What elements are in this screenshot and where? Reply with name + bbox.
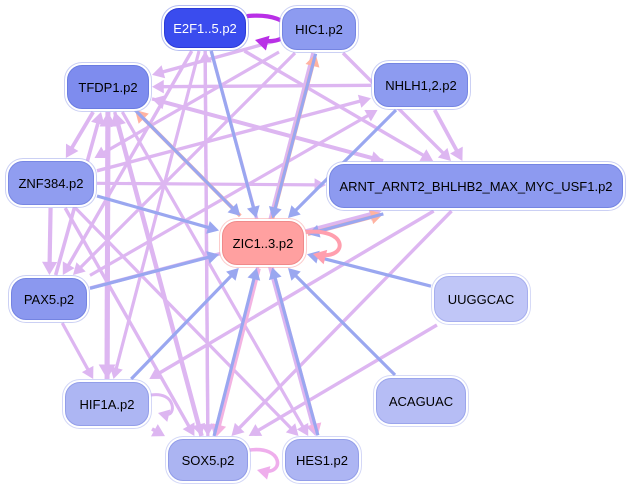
- arrowhead-znf384-sox5: [182, 422, 195, 436]
- edge-hic1-znf384: [102, 50, 280, 155]
- edge-tfdp1-znf384: [69, 111, 95, 150]
- edge-znf384-nhlh: [96, 99, 362, 173]
- arrowhead-hic1-arnt: [437, 147, 451, 161]
- arrowhead-znf384-pax5: [42, 261, 58, 275]
- arrowhead-hic1-tfdp1: [152, 65, 166, 79]
- node-label-hes1: HES1.p2: [295, 452, 349, 468]
- edge-arnt-sox5: [237, 209, 453, 430]
- edge-uuggcac-zic: [316, 255, 432, 288]
- arrowhead-nhlh-arnt: [450, 146, 463, 161]
- arrowhead-pax5-nhlh: [364, 110, 378, 122]
- edge-uuggcac-sox5: [256, 323, 438, 433]
- node-acaguac[interactable]: ACAGUAC: [376, 378, 466, 424]
- edge-e2f1-hif1a: [114, 50, 201, 370]
- self-loop-arrowhead-zic: [313, 249, 328, 265]
- node-hif1a[interactable]: HIF1A.p2: [65, 382, 149, 426]
- edge-tfdp1-zic: [133, 108, 235, 210]
- arrowhead-e2f1-zic: [246, 205, 260, 218]
- arrowhead-hic1-zic: [268, 206, 282, 219]
- edge-e2f1-pax5: [66, 50, 194, 267]
- node-zic[interactable]: ZIC1..3.p2: [222, 221, 304, 265]
- node-hic1[interactable]: HIC1.p2: [282, 8, 356, 50]
- arrowhead-uuggcac-sox5: [248, 424, 263, 436]
- arrowhead-acaguac-zic: [288, 268, 301, 281]
- arrowhead-hes1-zic: [268, 267, 282, 281]
- edge-nhlh-arnt: [432, 109, 459, 153]
- edge-arnt-zic: [316, 212, 384, 234]
- edge-arnt-hif1a: [157, 209, 435, 376]
- edge-sox5-zic: [212, 277, 256, 437]
- node-znf384[interactable]: ZNF384.p2: [8, 161, 94, 205]
- edge-zic-sox5: [217, 268, 261, 427]
- arrowhead-tfdp1-zic: [227, 203, 241, 216]
- edge-acaguac-zic: [293, 273, 397, 377]
- node-label-znf384: ZNF384.p2: [18, 175, 84, 191]
- arrowhead-tfdp1-sox5: [191, 422, 206, 436]
- self-loop-zic: [304, 229, 342, 258]
- edge-znf384-hes1: [74, 206, 293, 431]
- edge-znf384-pax5: [47, 207, 53, 264]
- node-label-pax5: PAX5.p2: [23, 291, 75, 307]
- edge-hic1-zic: [273, 53, 318, 210]
- self-loop-arrowhead-sox5: [257, 466, 271, 480]
- self-loop-arrowhead-e2f1: [255, 35, 270, 51]
- arrowhead-sox5-zic: [247, 268, 261, 281]
- edge-pax5-nhlh: [89, 113, 370, 277]
- node-label-e2f1: E2F1..5.p2: [173, 20, 237, 36]
- arrowhead-e2f1-pax5: [62, 261, 75, 275]
- node-tfdp1[interactable]: TFDP1.p2: [67, 65, 149, 109]
- edge-hes1-zic: [273, 276, 320, 436]
- edge-znf384-sox5: [63, 207, 191, 428]
- arrowhead-e2f1-hif1a: [110, 366, 123, 379]
- node-hes1[interactable]: HES1.p2: [285, 439, 359, 481]
- arrowhead-nhlh-zic: [288, 205, 301, 218]
- edge-hif1a-zic: [130, 274, 234, 381]
- edge-e2f1-arnt: [243, 49, 426, 158]
- arrowhead-znf384-hes1: [285, 423, 299, 436]
- self-loop-arrowhead-hif1a: [158, 409, 171, 422]
- arrowhead-hif1a-zic: [226, 268, 239, 281]
- edge-tfdp1-hes1: [120, 111, 305, 429]
- edge-pax5-hif1a: [60, 322, 90, 372]
- node-nhlh[interactable]: NHLH1,2.p2: [374, 63, 468, 107]
- node-label-nhlh: NHLH1,2.p2: [385, 77, 457, 93]
- node-sox5[interactable]: SOX5.p2: [168, 439, 248, 481]
- node-uuggcac[interactable]: UUGGCAC: [434, 276, 528, 322]
- edge-e2f1-zic: [209, 50, 256, 209]
- edge-pax5-zic: [89, 255, 210, 290]
- node-pax5[interactable]: PAX5.p2: [11, 278, 87, 320]
- arrowhead-tfdp1-arnt: [369, 151, 384, 165]
- arrowhead-znf384-nhlh: [357, 94, 371, 108]
- node-label-zic: ZIC1..3.p2: [232, 235, 294, 251]
- node-e2f1[interactable]: E2F1..5.p2: [164, 8, 246, 48]
- node-label-hif1a: HIF1A.p2: [79, 396, 135, 412]
- node-label-tfdp1: TFDP1.p2: [78, 79, 138, 95]
- node-label-acaguac: ACAGUAC: [388, 393, 454, 409]
- edge-nhlh-zic: [293, 108, 398, 213]
- self-loop-sox5: [248, 447, 280, 473]
- arrowhead-nhlh-tfdp1: [152, 79, 164, 94]
- edge-nhlh-tfdp1: [162, 83, 372, 89]
- node-label-sox5: SOX5.p2: [181, 452, 235, 468]
- arrowhead-pax5-hif1a: [81, 365, 94, 379]
- arrowhead-arnt-sox5: [231, 422, 245, 436]
- edge-sox5-e2f1: [203, 60, 210, 437]
- arrowhead-pax5-zic: [206, 251, 219, 264]
- arrowhead-e2f1-arnt: [419, 149, 434, 161]
- node-label-hic1: HIC1.p2: [295, 21, 343, 37]
- arrowhead-znf384-zic: [206, 221, 219, 234]
- arrowhead-hic1-znf384: [94, 146, 108, 158]
- arrowhead-hif1a-sox5: [151, 424, 165, 437]
- arrowhead-tfdp1-znf384: [65, 143, 79, 158]
- arrowhead-pax5-tfdp1: [91, 112, 105, 126]
- arrowhead-sox5-e2f1: [198, 51, 212, 63]
- node-arnt[interactable]: ARNT_ARNT2_BHLHB2_MAX_MYC_USF1.p2: [329, 164, 623, 208]
- arrowhead-tfdp1-hes1: [296, 422, 309, 436]
- node-label-uuggcac: UUGGCAC: [447, 291, 515, 307]
- edge-znf384-zic: [96, 194, 210, 230]
- node-label-arnt: ARNT_ARNT2_BHLHB2_MAX_MYC_USF1.p2: [339, 178, 613, 194]
- arrowhead-hic1-pax5: [73, 262, 86, 275]
